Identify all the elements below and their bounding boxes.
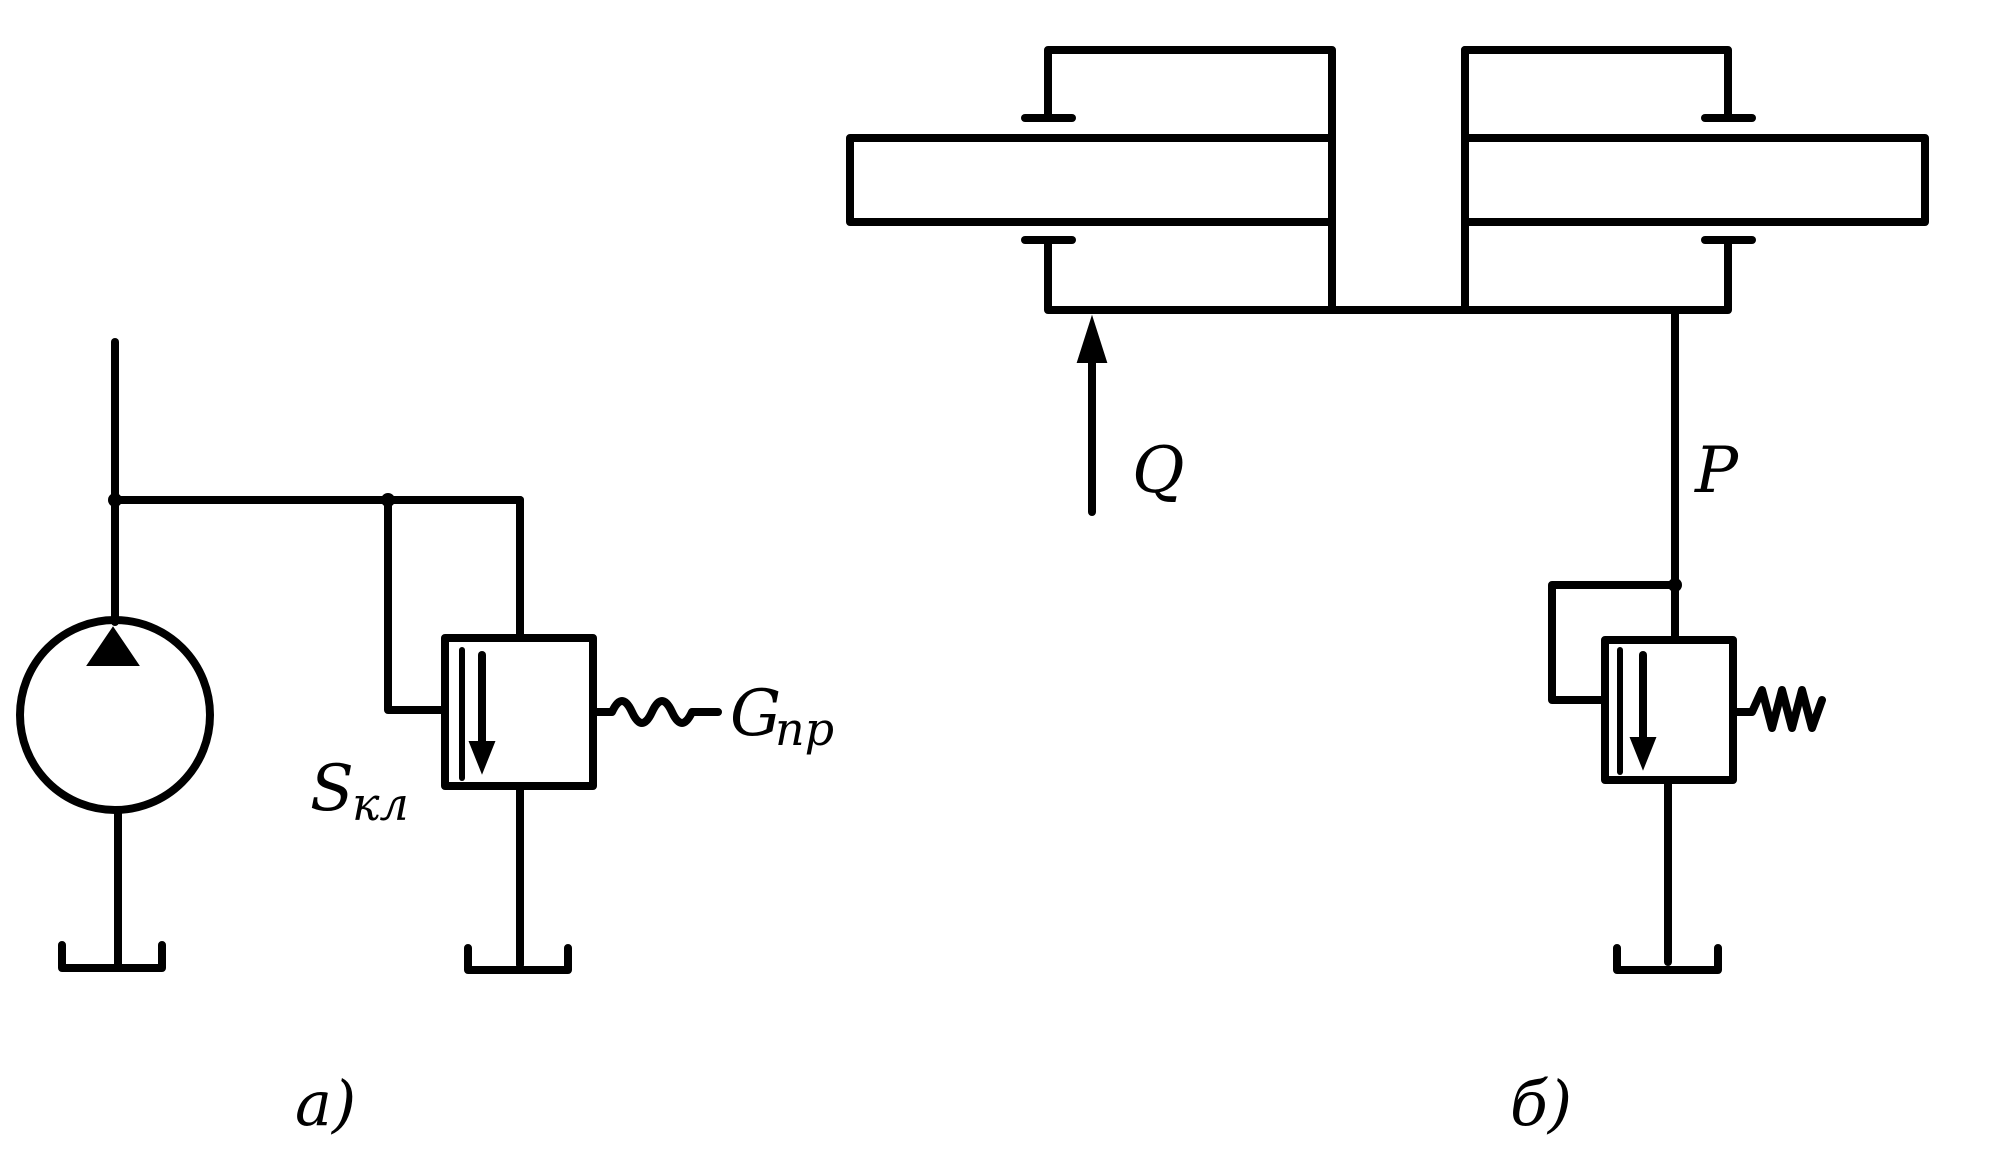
double-acting-cylinder xyxy=(846,46,1929,314)
tank-symbol-b xyxy=(1613,944,1722,974)
piston-rod-right xyxy=(1461,134,1929,226)
relief-valve-body-b xyxy=(1601,636,1737,784)
tank-symbol-a2 xyxy=(464,944,572,974)
spring-b xyxy=(1729,686,1826,732)
tank-symbol-a1 xyxy=(58,941,166,972)
valve-flow-arrow-head-b xyxy=(1629,737,1657,771)
pilot-line-a xyxy=(384,496,449,714)
load-arrow-head xyxy=(1076,314,1108,363)
cylinder-barrel-left xyxy=(1044,46,1336,314)
cylinder-barrel-bottom xyxy=(1044,236,1732,314)
schematic-a: S кл G пр а) xyxy=(16,338,834,1140)
valve-flow-arrow-head-a xyxy=(468,741,496,775)
label-p: P xyxy=(1694,434,1739,508)
schematic-b: Q P б) xyxy=(846,46,1929,1140)
caption-a: а) xyxy=(295,1067,356,1140)
pump-symbol xyxy=(16,616,214,814)
caption-b: б) xyxy=(1510,1067,1572,1140)
pump-direction-arrow xyxy=(86,626,140,666)
label-s-main: S xyxy=(310,752,354,826)
label-g-sub: пр xyxy=(775,702,834,756)
pilot-line-b xyxy=(1548,581,1679,704)
relief-valve-body-a xyxy=(441,634,597,790)
piston-rod-left xyxy=(846,134,1336,226)
label-s-sub: кл xyxy=(352,777,409,831)
label-g-main: G xyxy=(730,677,781,751)
label-q: Q xyxy=(1132,434,1184,508)
spring-a xyxy=(589,697,722,727)
relief-valve-b xyxy=(1601,636,1826,784)
cylinder-barrel-right-top xyxy=(1461,46,1732,122)
relief-valve-a xyxy=(441,634,722,790)
